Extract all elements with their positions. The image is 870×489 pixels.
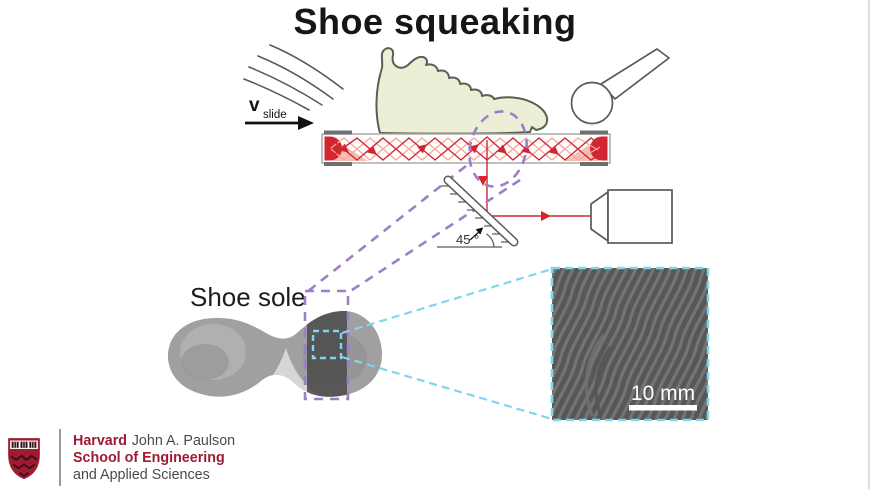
screen-edge-line xyxy=(868,0,870,489)
scale-bar: 10 mm xyxy=(629,382,697,411)
logo-brand: Harvard xyxy=(73,433,128,449)
led-light-source-left xyxy=(324,136,368,161)
purple-zoom-rect xyxy=(303,289,350,401)
velocity-symbol: v xyxy=(249,95,260,116)
page-title: Shoe squeaking xyxy=(293,1,577,42)
shoe-icon xyxy=(375,47,549,135)
sound-waves-icon xyxy=(243,44,344,111)
scale-bar-label: 10 mm xyxy=(631,382,695,405)
logo-line-3: and Applied Sciences xyxy=(73,466,210,483)
internal-light-rays xyxy=(325,136,605,161)
sole-label: Shoe sole xyxy=(190,282,306,312)
cyan-zoom-square xyxy=(311,329,343,360)
tread-pattern-zoom: 10 mm xyxy=(550,266,710,422)
mirror-45deg: 45 ° xyxy=(437,175,519,248)
ray-arrowheads xyxy=(339,137,603,155)
contact-patch-ellipse xyxy=(468,110,528,188)
contact-zoom-connectors xyxy=(306,110,528,294)
tread-zoom-connectors xyxy=(341,267,553,421)
logo-line-2: School of Engineering xyxy=(73,449,225,466)
logo-brand-suffix: John A. Paulson xyxy=(131,433,236,449)
logo-divider xyxy=(59,429,61,486)
camera-icon xyxy=(590,189,673,244)
slide-direction-arrow xyxy=(245,116,314,130)
harvard-shield-icon xyxy=(8,438,40,480)
shoe-sole-photo: Shoe sole xyxy=(167,282,383,401)
velocity-subscript: slide xyxy=(263,109,287,121)
angle-arc xyxy=(486,233,495,248)
mirror-angle-label: 45 ° xyxy=(456,232,479,247)
slide-velocity-label: v slide xyxy=(245,95,314,130)
angle-pointer-arrow xyxy=(469,227,484,241)
exit-light-beam xyxy=(478,140,591,221)
glass-plate xyxy=(321,130,611,166)
plate-clamps xyxy=(324,130,608,166)
microphone-icon xyxy=(570,48,670,125)
